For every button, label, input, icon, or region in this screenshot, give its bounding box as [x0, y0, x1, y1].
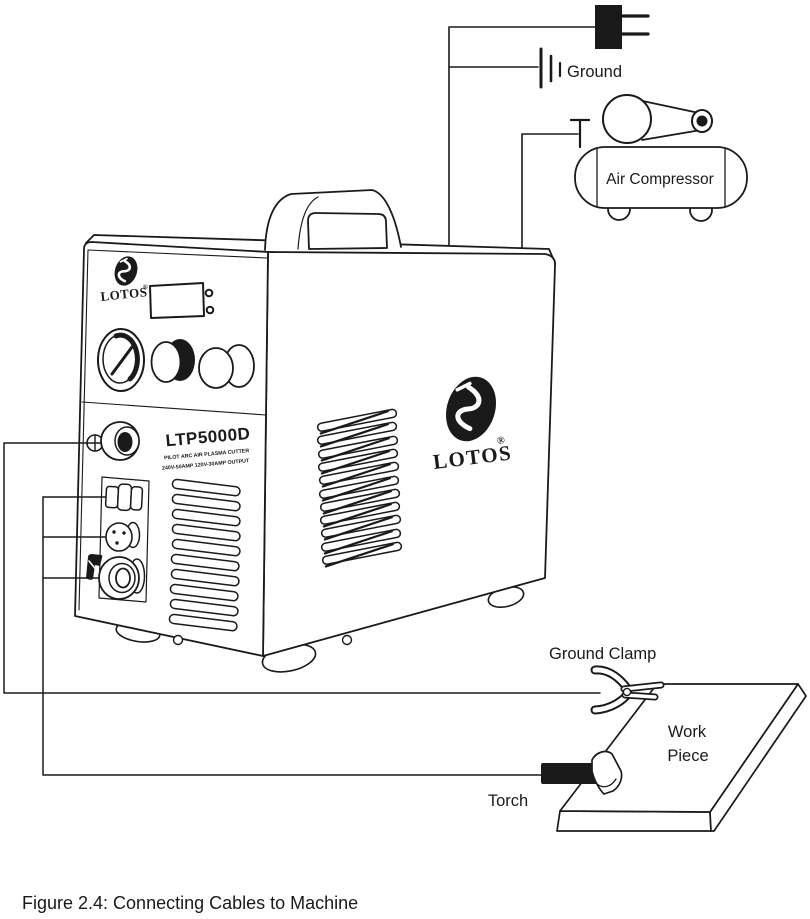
- connector-panel: [86, 476, 150, 603]
- figure-caption: Figure 2.4: Connecting Cables to Machine: [22, 893, 358, 913]
- front-panel-seam: [81, 401, 267, 416]
- clamp-pivot: [622, 687, 632, 697]
- pulley-large: [602, 94, 652, 144]
- adjust-knob-left[interactable]: [150, 339, 196, 383]
- ground-cable: [3, 442, 601, 694]
- carry-handle: [264, 189, 402, 251]
- torch-pictogram-icon: [86, 554, 103, 580]
- digital-display: [149, 282, 205, 319]
- brand-text-front: LOTOS: [100, 284, 148, 304]
- handle-opening: [307, 212, 388, 250]
- belt-top: [637, 99, 700, 114]
- brand-logo-side: [446, 376, 496, 442]
- air-outlet-fitting: [104, 483, 144, 512]
- work-piece-label-line1: Work: [668, 723, 707, 741]
- belt-bottom: [641, 129, 702, 141]
- torch-head: [591, 750, 623, 795]
- indicator-led-bottom: [205, 305, 215, 315]
- ground-symbol: [539, 47, 562, 89]
- compressor-tank: [574, 146, 748, 209]
- air-compressor-label: Air Compressor: [606, 171, 714, 188]
- registered-mark-side: ®: [496, 435, 505, 447]
- registered-mark-front: ®: [142, 283, 149, 292]
- air-compressor: Air Compressor: [569, 94, 748, 222]
- torch-label: Torch: [488, 792, 528, 810]
- torch: [541, 750, 623, 795]
- adjust-knob-right[interactable]: [198, 344, 255, 389]
- gauge-needle: [110, 345, 134, 376]
- torch-body: [541, 763, 598, 784]
- torch-socket: [98, 556, 146, 600]
- pressure-gauge: [97, 328, 145, 392]
- power-cable: [448, 26, 598, 258]
- indicator-led-top: [204, 288, 214, 298]
- ground-clamp: [590, 665, 665, 715]
- ground-label: Ground: [567, 63, 622, 81]
- ground-clamp-label: Ground Clamp: [549, 645, 656, 663]
- torch-cable-bundle: [42, 496, 546, 776]
- air-inlet-connector: [100, 421, 140, 461]
- power-plug: [595, 5, 650, 49]
- front-panel-inset: [78, 249, 268, 611]
- pulley-hub: [696, 115, 708, 127]
- plug-body: [595, 5, 622, 49]
- bottom-bump-mid: [341, 634, 353, 646]
- air-fitting: [569, 118, 591, 149]
- brand-logo-front: [114, 256, 138, 286]
- work-piece-label-line2: Piece: [667, 747, 708, 765]
- control-socket: [105, 521, 141, 552]
- bottom-bump-left: [172, 634, 184, 646]
